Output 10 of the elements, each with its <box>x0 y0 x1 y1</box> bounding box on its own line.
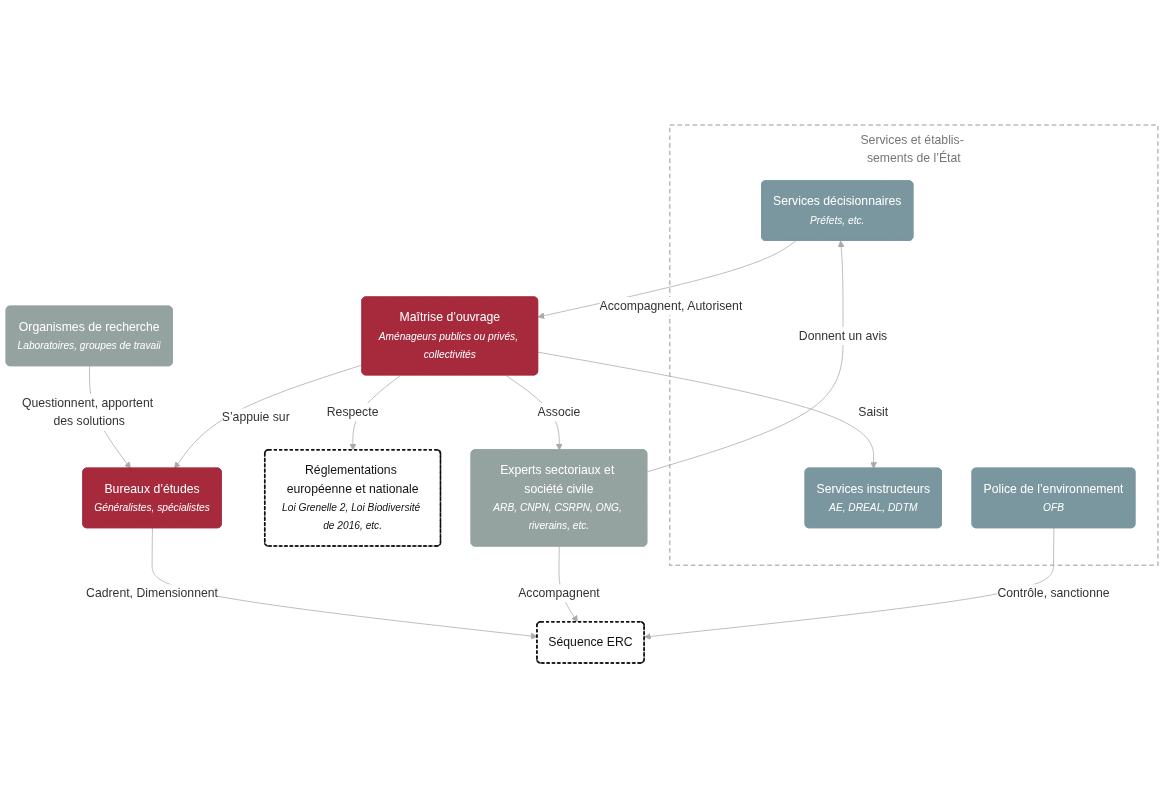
edge-label: Cadrent, Dimensionnent <box>86 586 218 600</box>
edge-label: Questionnent, apportent des solutions <box>21 396 154 428</box>
edge-label: Accompagnent <box>518 586 600 600</box>
edge-label: Contrôle, sanctionne <box>997 586 1110 600</box>
edge-label: Associe <box>537 405 581 419</box>
edge-label: Donnent un avis <box>798 329 888 343</box>
edge-label: Saisit <box>858 405 889 419</box>
edge-label: Respecte <box>326 405 379 419</box>
edge-label: Accompagnent, Autorisent <box>599 299 743 313</box>
edge-label: S’appuie sur <box>221 410 290 424</box>
